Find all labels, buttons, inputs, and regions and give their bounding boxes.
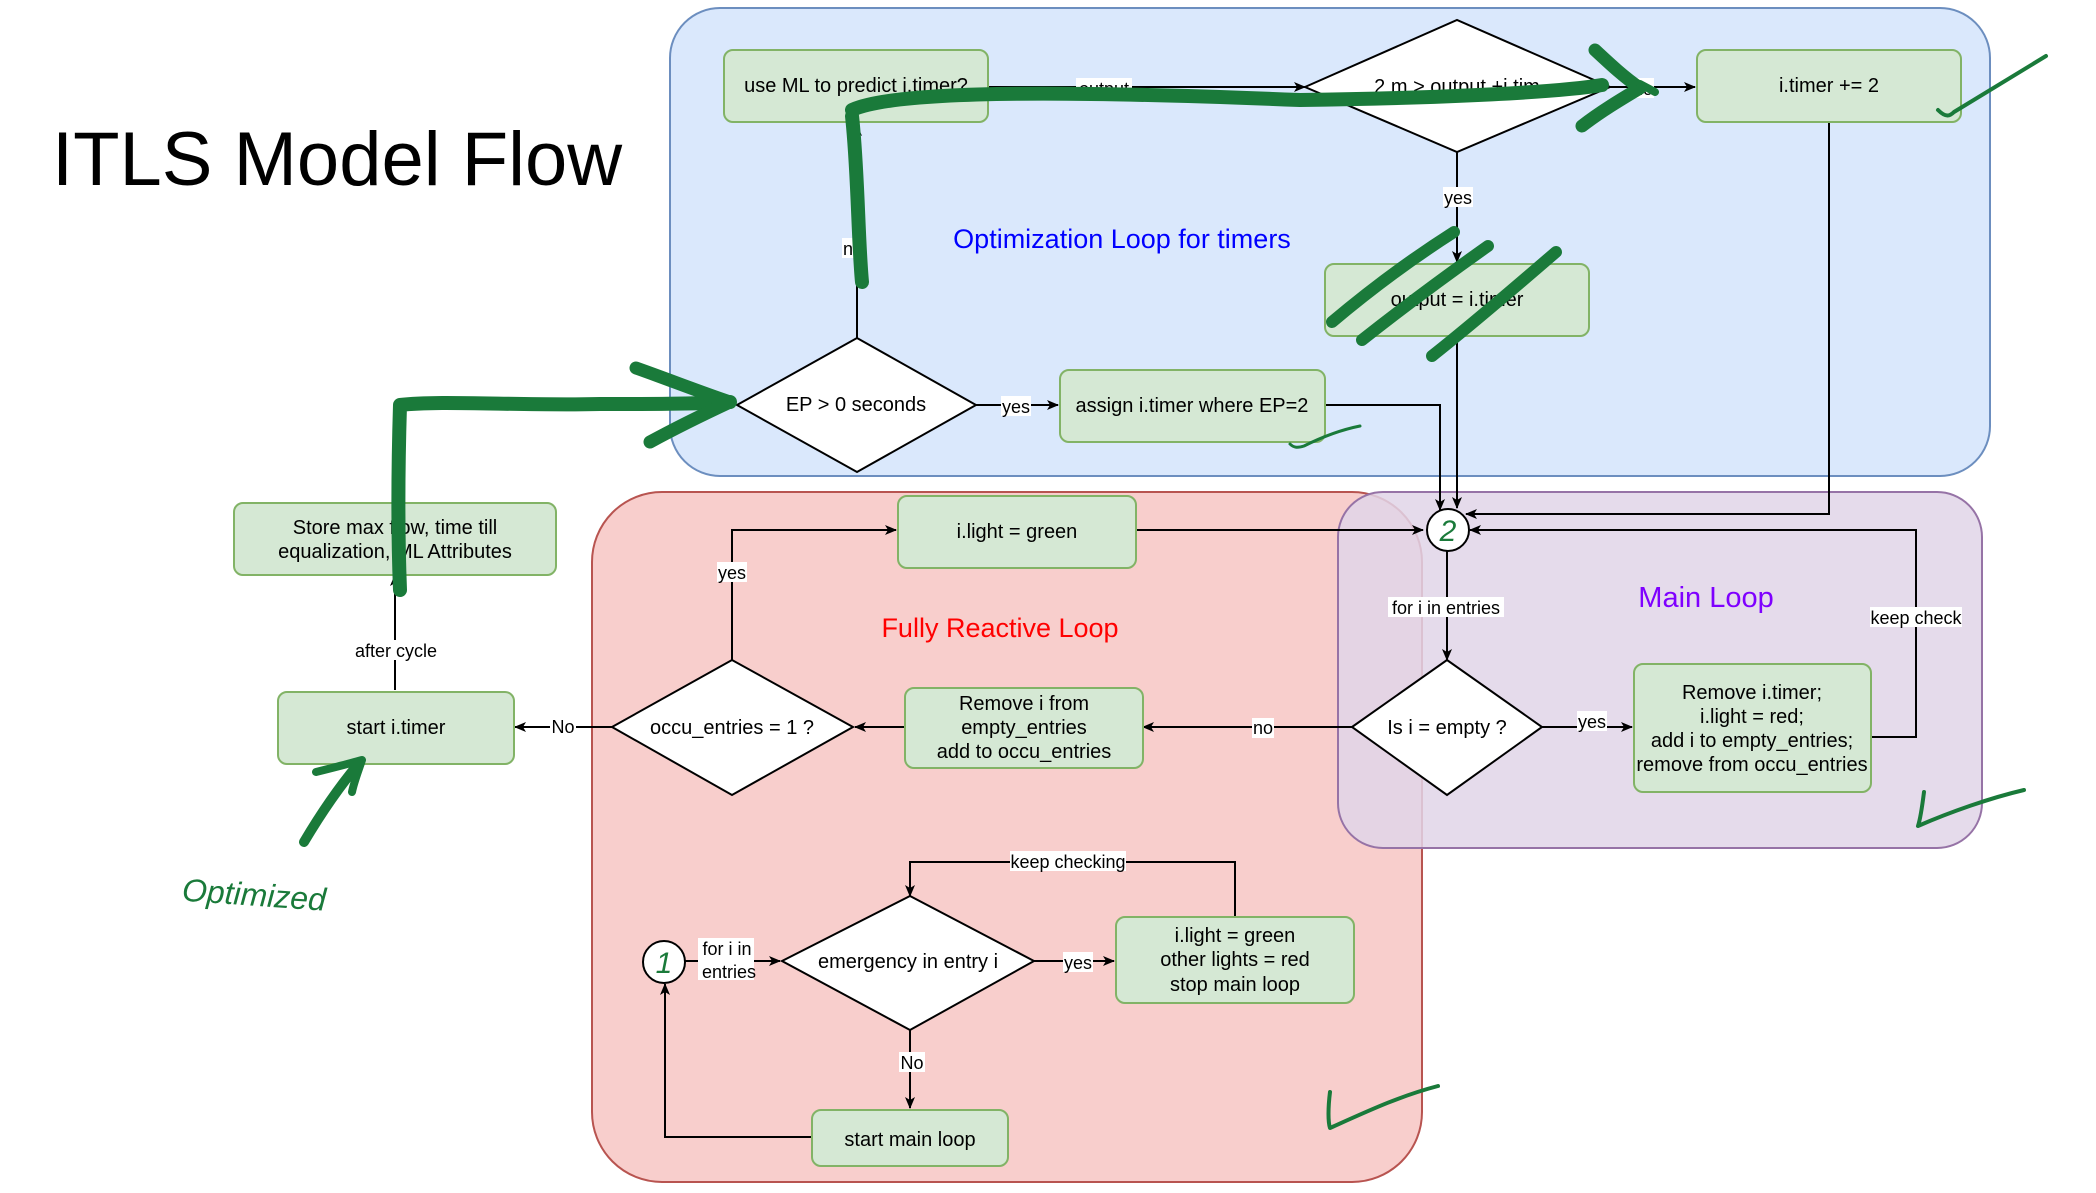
remove-i-node: Remove i from empty_entries add to occu_… xyxy=(904,687,1144,769)
edge-label-entries: entries xyxy=(702,962,756,982)
edge-start-main-to-circle1 xyxy=(660,983,812,1138)
svg-text:i.timer += 2: i.timer += 2 xyxy=(1779,75,1879,97)
edge-label-for-i-entries: for i in entries xyxy=(1392,598,1500,618)
optimization-loop-region xyxy=(669,7,1991,477)
ink-arrow-store-to-ep xyxy=(391,395,737,597)
edge-label-yes-ep: yes xyxy=(1002,397,1030,417)
fully-reactive-loop-label: Fully Reactive Loop xyxy=(881,613,1118,643)
emergency-action-node: i.light = green other lights = red stop … xyxy=(1115,916,1355,1004)
edge-label-after-cycle: after cycle xyxy=(355,641,437,661)
edge-label-yes-empty: yes xyxy=(1578,712,1606,732)
connector-1: 1 xyxy=(642,940,686,984)
occu-decision-node: occu_entries = 1 ? xyxy=(609,658,856,797)
svg-text:1: 1 xyxy=(656,947,673,980)
edge-label-no-occu: No xyxy=(551,717,574,737)
connector-2: 2 xyxy=(1426,508,1470,552)
edge-label-for-i-in: for i in xyxy=(702,939,751,959)
svg-text:i.light = green: i.light = green xyxy=(1175,925,1296,947)
edge-keep-check xyxy=(1469,525,1917,738)
assign-timer-node: assign i.timer where EP=2 xyxy=(1059,369,1326,443)
svg-text:add i to empty_entries;: add i to empty_entries; xyxy=(1651,730,1853,752)
svg-text:other lights = red: other lights = red xyxy=(1160,949,1310,971)
svg-text:start i.timer: start i.timer xyxy=(347,717,446,739)
ink-arrow-head-optimized xyxy=(312,756,366,796)
optimized-annotation: Optimized xyxy=(181,872,328,918)
svg-text:occu_entries = 1 ?: occu_entries = 1 ? xyxy=(650,717,814,739)
main-loop-label: Main Loop xyxy=(1638,582,1773,614)
edge-label-yes-occu: yes xyxy=(718,563,746,583)
ink-check-reactive xyxy=(1326,1084,1440,1130)
svg-text:add to occu_entries: add to occu_entries xyxy=(937,741,1112,763)
svg-text:Remove i.timer;: Remove i.timer; xyxy=(1682,682,1822,704)
light-green-node: i.light = green xyxy=(897,495,1137,569)
ink-check-main xyxy=(1916,788,2026,828)
svg-text:EP > 0 seconds: EP > 0 seconds xyxy=(786,394,926,416)
remove-timer-node: Remove i.timer; i.light = red; add i to … xyxy=(1633,663,1872,793)
ep-decision-node: EP > 0 seconds xyxy=(734,336,979,474)
edge-assign-to-circle2 xyxy=(1325,404,1445,511)
ink-arrow-head-small xyxy=(1636,80,1659,96)
svg-text:i.light = green: i.light = green xyxy=(957,521,1078,543)
svg-text:remove from occu_entries: remove from occu_entries xyxy=(1636,754,1867,776)
svg-text:2: 2 xyxy=(1439,515,1457,548)
ink-cross-2 xyxy=(1356,240,1494,346)
svg-text:emergency in entry i: emergency in entry i xyxy=(818,951,998,973)
optimization-loop-label: Optimization Loop for timers xyxy=(953,224,1291,254)
is-empty-decision-node: Is i = empty ? xyxy=(1350,658,1544,797)
edge-label-keep-check: keep check xyxy=(1870,608,1962,628)
ink-arrow-ep-to-output xyxy=(845,78,1609,289)
timer-plus-two-node: i.timer += 2 xyxy=(1696,49,1962,123)
ink-cross-3 xyxy=(1426,246,1562,362)
edge-label-yes-em: yes xyxy=(1064,953,1092,973)
svg-text:start main loop: start main loop xyxy=(844,1129,975,1151)
ink-arrow-optimized xyxy=(299,757,365,847)
svg-text:assign i.timer where EP=2: assign i.timer where EP=2 xyxy=(1076,395,1309,417)
edge-timer-plus-to-circle2 xyxy=(1465,122,1830,519)
start-timer-node: start i.timer xyxy=(277,691,515,765)
ink-cross-1 xyxy=(1326,226,1460,328)
ink-check-top xyxy=(1936,54,2048,118)
ink-check-assign xyxy=(1288,424,1362,449)
svg-text:stop main loop: stop main loop xyxy=(1170,974,1300,996)
fully-reactive-loop-region xyxy=(591,491,1423,1183)
edge-label-keep-checking: keep checking xyxy=(1010,852,1125,872)
svg-text:i.light = red;: i.light = red; xyxy=(1700,706,1804,728)
start-main-loop-node: start main loop xyxy=(811,1109,1009,1167)
edge-label-no-empty: no xyxy=(1253,718,1273,738)
page-title: ITLS Model Flow xyxy=(52,117,623,202)
svg-text:Remove i from: Remove i from xyxy=(959,693,1089,715)
svg-text:empty_entries: empty_entries xyxy=(961,717,1087,739)
ink-arrow-head-ep xyxy=(629,361,737,449)
edge-label-yes-out: yes xyxy=(1444,188,1472,208)
edge-occu-to-light-green xyxy=(731,525,897,660)
svg-text:Is i = empty ?: Is i = empty ? xyxy=(1387,717,1507,739)
edge-label-no-em: No xyxy=(900,1053,923,1073)
emergency-decision-node: emergency in entry i xyxy=(779,894,1037,1032)
